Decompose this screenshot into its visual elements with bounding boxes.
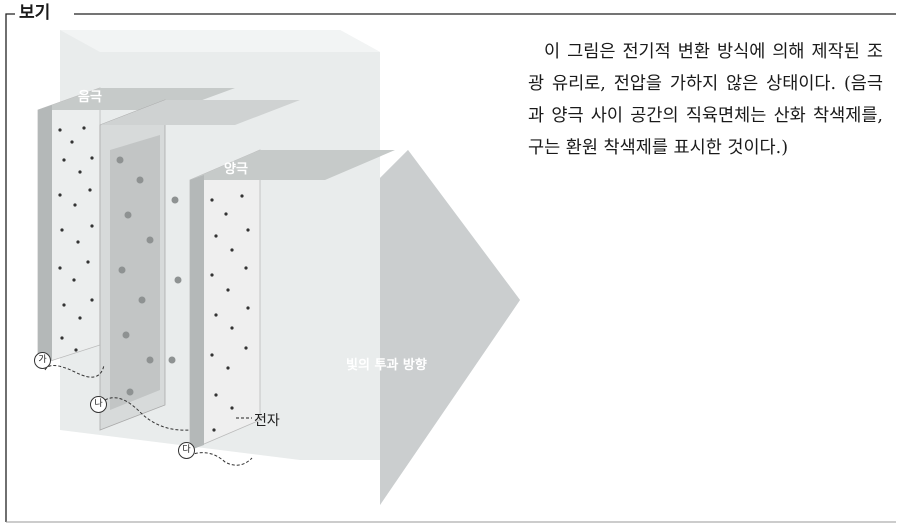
marker-na: 나 <box>90 396 107 413</box>
description-text: 이 그림은 전기적 변환 방식에 의해 제작된 조광 유리로, 전압을 가하지 … <box>528 42 883 158</box>
electrolyte-panel <box>99 99 300 431</box>
light-direction-label: 빛의 투과 방향 <box>346 358 427 373</box>
cathode-label: 음극 <box>78 90 102 105</box>
anode-panel <box>189 149 395 451</box>
electron-label: 전자 <box>254 413 280 429</box>
electron-dots <box>58 126 250 432</box>
anode-label: 양극 <box>224 162 248 177</box>
marker-ga: 가 <box>34 352 51 369</box>
marker-da: 다 <box>178 442 195 459</box>
box-tag: 보기 <box>16 2 54 24</box>
colorant-spheres <box>116 156 182 396</box>
